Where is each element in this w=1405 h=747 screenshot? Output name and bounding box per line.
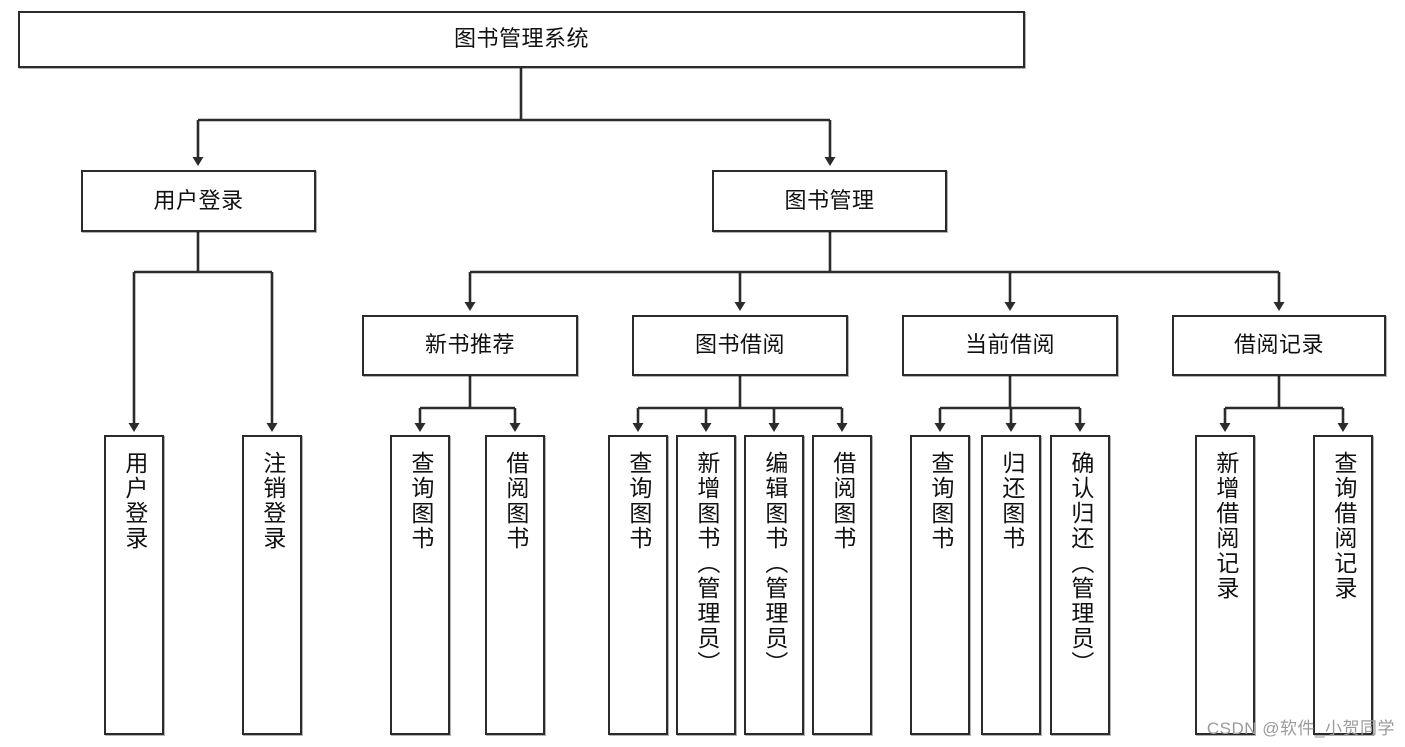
leaf-confirm-return-admin[interactable]: 确认归还（管理员） bbox=[1050, 435, 1110, 735]
leaf-return-book[interactable]: 归还图书 bbox=[981, 435, 1041, 735]
leaf-query-book-recommendation[interactable]: 查询图书 bbox=[390, 435, 450, 735]
leaf-add-borrow-record[interactable]: 新增借阅记录 bbox=[1195, 435, 1255, 735]
node-new-book-recommendation-label: 新书推荐 bbox=[424, 332, 515, 358]
leaf-query-book-borrow-label: 查询图书 bbox=[625, 451, 652, 551]
leaf-query-borrow-record-label: 查询借阅记录 bbox=[1330, 451, 1357, 601]
node-user-login-label: 用户登录 bbox=[153, 187, 244, 213]
node-book-borrow-label: 图书借阅 bbox=[694, 332, 785, 358]
node-user-login[interactable]: 用户登录 bbox=[81, 170, 316, 232]
leaf-borrow-book-label: 借阅图书 bbox=[829, 451, 856, 551]
node-new-book-recommendation[interactable]: 新书推荐 bbox=[362, 315, 578, 376]
leaf-add-book-admin-label: 新增图书（管理员） bbox=[693, 451, 720, 676]
leaf-query-book-recommendation-label: 查询图书 bbox=[407, 451, 434, 551]
leaf-borrow-book[interactable]: 借阅图书 bbox=[812, 435, 872, 735]
leaf-borrow-book-recommendation[interactable]: 借阅图书 bbox=[485, 435, 545, 735]
leaf-logout[interactable]: 注销登录 bbox=[242, 435, 302, 735]
node-current-borrow-label: 当前借阅 bbox=[964, 332, 1055, 358]
leaf-edit-book-admin[interactable]: 编辑图书（管理员） bbox=[744, 435, 804, 735]
leaf-confirm-return-admin-label: 确认归还（管理员） bbox=[1067, 451, 1094, 676]
leaf-edit-book-admin-label: 编辑图书（管理员） bbox=[761, 451, 788, 676]
leaf-query-book-current-label: 查询图书 bbox=[927, 451, 954, 551]
leaf-add-borrow-record-label: 新增借阅记录 bbox=[1212, 451, 1239, 601]
node-root-label: 图书管理系统 bbox=[453, 26, 589, 52]
leaf-user-login[interactable]: 用户登录 bbox=[104, 435, 164, 735]
node-current-borrow[interactable]: 当前借阅 bbox=[902, 315, 1118, 376]
node-root[interactable]: 图书管理系统 bbox=[18, 11, 1025, 68]
leaf-query-borrow-record[interactable]: 查询借阅记录 bbox=[1313, 435, 1373, 735]
leaf-add-book-admin[interactable]: 新增图书（管理员） bbox=[676, 435, 736, 735]
leaf-query-book-borrow[interactable]: 查询图书 bbox=[608, 435, 668, 735]
node-book-borrow[interactable]: 图书借阅 bbox=[632, 315, 848, 376]
leaf-borrow-book-recommendation-label: 借阅图书 bbox=[502, 451, 529, 551]
leaf-logout-label: 注销登录 bbox=[259, 451, 286, 551]
node-borrow-record[interactable]: 借阅记录 bbox=[1172, 315, 1386, 376]
leaf-return-book-label: 归还图书 bbox=[998, 451, 1025, 551]
leaf-query-book-current[interactable]: 查询图书 bbox=[910, 435, 970, 735]
node-borrow-record-label: 借阅记录 bbox=[1233, 332, 1324, 358]
leaf-user-login-label: 用户登录 bbox=[121, 451, 148, 551]
csdn-watermark: CSDN @软件_小贺同学 bbox=[1206, 719, 1395, 738]
node-book-management-label: 图书管理 bbox=[784, 187, 875, 213]
node-book-management[interactable]: 图书管理 bbox=[712, 170, 947, 232]
